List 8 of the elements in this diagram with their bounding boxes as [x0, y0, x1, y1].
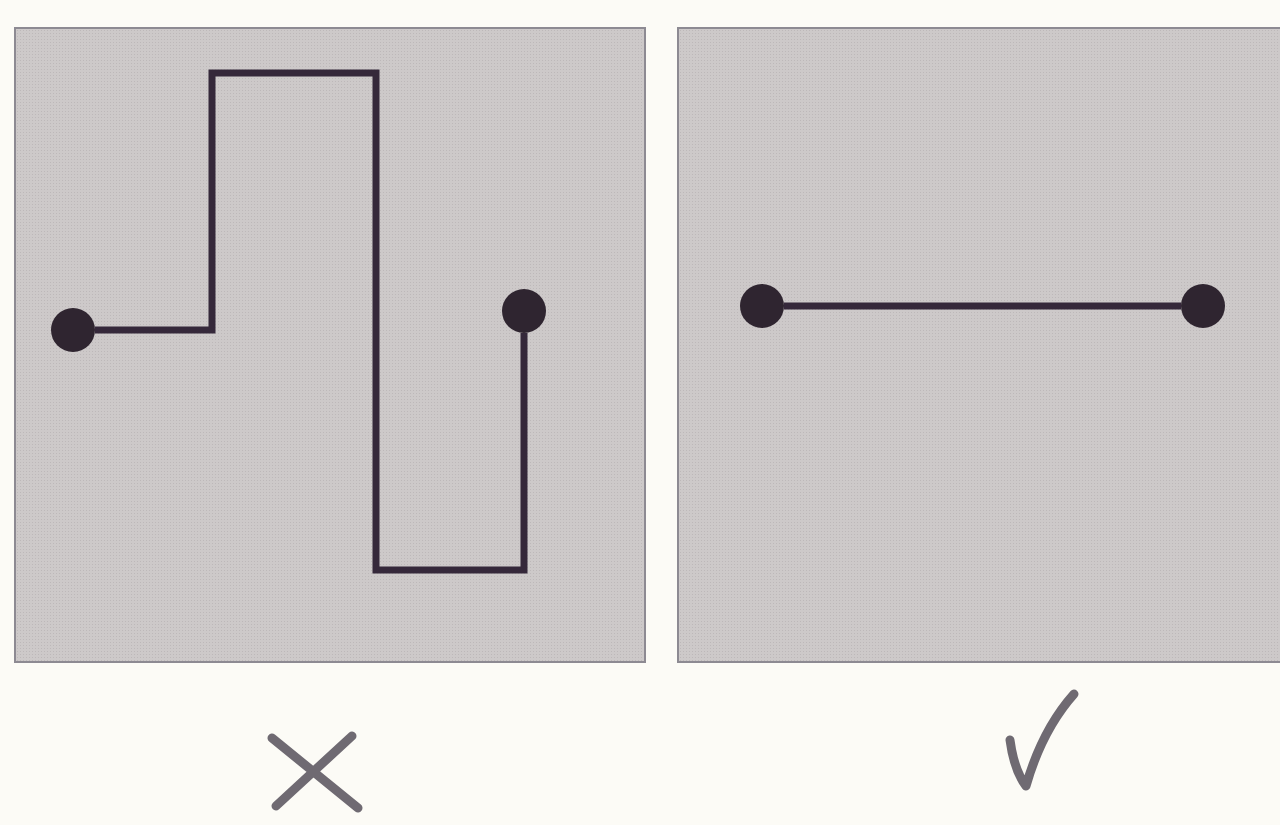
- connection-dot: [502, 289, 546, 333]
- connection-dot: [51, 308, 95, 352]
- connector-line: [784, 302, 1181, 310]
- panel: [677, 27, 1280, 663]
- connection-dot: [740, 284, 784, 328]
- connection-dot: [1181, 284, 1225, 328]
- connector-line: [95, 69, 528, 574]
- panel: [14, 27, 646, 663]
